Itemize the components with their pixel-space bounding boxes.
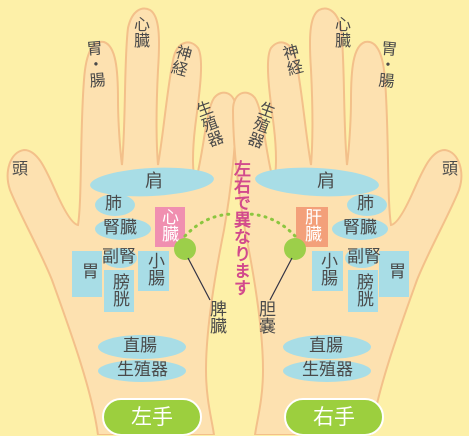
- left-dotted-arc: [183, 212, 234, 238]
- left-rectum-zone: [98, 335, 186, 359]
- right-gallbladder-label: 胆嚢: [255, 300, 275, 334]
- right-small-intestine-zone: [312, 251, 343, 291]
- right-adrenal-zone: [345, 248, 379, 268]
- right-hand-badge: 右手: [284, 398, 384, 436]
- right-lung-label: 肺: [357, 194, 374, 214]
- right-gallbladder-leader: [269, 257, 293, 301]
- right-shoulder-zone: [255, 167, 379, 197]
- right-stomach-label: 胃: [385, 262, 405, 279]
- right-kidney-zone: [332, 218, 388, 240]
- right-small-intestine-label: 小腸: [317, 252, 337, 286]
- right-bladder-label: 膀胱: [353, 273, 373, 307]
- right-gallbladder-point: [284, 238, 306, 260]
- right-pinky-label: 頭: [442, 159, 459, 178]
- right-dotted-arc: [246, 212, 297, 238]
- right-genital-zone: [283, 360, 371, 382]
- left-heart-label: 心臓: [158, 208, 178, 242]
- left-adrenal-label: 副腎: [102, 247, 136, 267]
- right-ring-label: 胃・腸: [374, 39, 399, 89]
- left-spleen-label: 脾臓: [206, 300, 226, 334]
- left-ring-label: 胃・腸: [82, 39, 107, 89]
- left-kidney-label: 腎臓: [103, 218, 137, 238]
- left-bladder-label: 膀胱: [109, 273, 129, 307]
- right-rectum-zone: [283, 335, 371, 359]
- right-shoulder-label: 肩: [317, 171, 335, 192]
- left-genital-zone: [98, 360, 186, 382]
- left-bladder-zone: [104, 270, 134, 312]
- right-middle-label: 心臓: [332, 16, 351, 48]
- left-spleen-leader: [187, 257, 211, 301]
- left-lung-zone: [95, 194, 135, 216]
- left-stomach-label: 胃: [78, 262, 98, 279]
- right-lung-zone: [347, 194, 387, 216]
- right-liver-label: 肝臓: [301, 208, 321, 242]
- right-bladder-zone: [348, 270, 378, 312]
- left-small-intestine-label: 小腸: [144, 252, 164, 286]
- left-shoulder-label: 肩: [145, 171, 163, 192]
- right-rectum-label: 直腸: [309, 336, 343, 356]
- left-genital-label: 生殖器: [117, 360, 168, 380]
- right-adrenal-label: 副腎: [347, 247, 381, 267]
- left-kidney-zone: [95, 218, 151, 240]
- right-genital-label: 生殖器: [302, 360, 353, 380]
- center-note: 左右で異なります: [230, 160, 250, 296]
- left-shoulder-zone: [90, 167, 214, 197]
- left-hand-badge: 左手: [102, 398, 202, 436]
- left-adrenal-zone: [103, 248, 137, 268]
- left-middle-label: 心臓: [131, 16, 150, 48]
- right-kidney-label: 腎臓: [343, 218, 377, 238]
- left-spleen-point: [174, 238, 196, 260]
- left-pinky-label: 頭: [12, 159, 29, 178]
- left-stomach-zone: [72, 251, 102, 297]
- right-stomach-zone: [379, 251, 409, 297]
- left-small-intestine-zone: [138, 251, 169, 291]
- left-lung-label: 肺: [105, 194, 122, 214]
- left-rectum-label: 直腸: [123, 336, 157, 356]
